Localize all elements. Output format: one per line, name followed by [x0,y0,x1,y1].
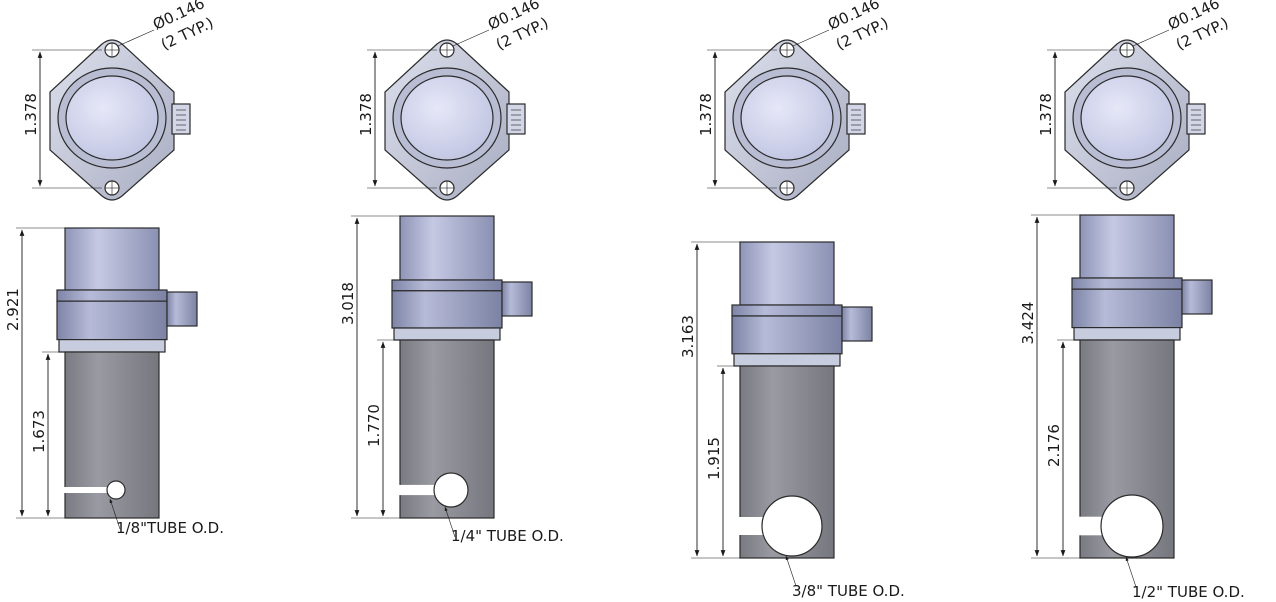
collar-top-band [731,304,843,317]
mount-hole-icon [439,42,455,58]
sensor-face [1080,75,1174,161]
side-view: 1/4" TUBE O.D. 3.018 1.770 [339,215,564,545]
tube-label-leader [1125,556,1137,588]
connector-housing [506,103,526,135]
sensor-cap [64,227,160,291]
inlet-height-dim: 1.770 [365,404,383,447]
side-connector [501,281,533,317]
mount-hole-icon [439,180,455,196]
inlet-height-dim: 1.673 [30,410,48,453]
collar-bottom-band [1073,327,1181,341]
mount-hole-icon [1119,42,1135,58]
tube-size-label: 1/2" TUBE O.D. [1132,583,1245,601]
connector-housing [846,103,866,135]
tube-label-leader [109,498,121,530]
collar-bottom-band [58,339,166,353]
sensor-cap [399,215,495,281]
overall-height-dim: 3.424 [1019,302,1037,345]
side-view: 1/2" TUBE O.D. 3.424 2.176 [1019,214,1245,601]
mount-hole-icon [104,42,120,58]
hole-leader [792,29,830,47]
tube-slot-channel [64,487,116,493]
sensor-face [740,75,834,161]
flange-height-dim: 1.378 [1037,93,1055,136]
connector-housing [171,103,191,135]
sensor-face [65,75,159,161]
mount-hole-icon [104,180,120,196]
collar-body [731,315,843,355]
tube-size-label: 1/8"TUBE O.D. [116,519,224,537]
collar-body [56,300,168,341]
side-view: 1/8"TUBE O.D. 2.921 1.673 [4,227,224,537]
flange-height-dim: 1.378 [697,93,715,136]
overall-height-dim: 2.921 [4,288,22,331]
inlet-height-dim: 1.915 [705,437,723,480]
tube-slot-channel [399,484,451,496]
side-connector [841,306,873,342]
sensor-face [400,75,494,161]
collar-top-band [391,279,503,292]
side-view: 3/8" TUBE O.D. 3.163 1.915 [679,241,905,600]
tube-slot-hole [433,472,469,508]
sensor-cap [739,241,835,306]
mount-hole-icon [779,180,795,196]
overall-height-dim: 3.163 [679,315,697,358]
collar-bottom-band [733,353,841,367]
tube-slot-hole [1100,494,1164,558]
overall-height-dim: 3.018 [339,282,357,325]
connector-housing [1186,103,1206,135]
tube-label-leader [444,506,456,538]
connector-pins-icon [511,109,521,131]
side-connector [166,291,198,327]
sensor-cap [1079,214,1175,279]
hole-leader [117,29,155,47]
collar-body [391,290,503,329]
mount-hole-icon [779,42,795,58]
flange-height-dim: 1.378 [22,93,40,136]
collar-bottom-band [393,327,501,341]
inlet-height-dim: 2.176 [1045,424,1063,467]
hole-leader [452,29,490,47]
connector-pins-icon [851,109,861,131]
collar-top-band [1071,277,1183,290]
mount-hole-icon [1119,180,1135,196]
connector-pins-icon [176,109,186,131]
tube-size-label: 3/8" TUBE O.D. [792,582,905,600]
tube-label-leader [785,555,797,587]
collar-body [1071,288,1183,329]
tube-slot-hole [106,480,126,500]
flange-height-dim: 1.378 [357,93,375,136]
connector-pins-icon [1191,109,1201,131]
collar-top-band [56,289,168,302]
tube-size-label: 1/4" TUBE O.D. [451,527,564,545]
hole-leader [1132,29,1170,47]
tube-slot-hole [761,495,823,557]
side-connector [1181,279,1213,315]
